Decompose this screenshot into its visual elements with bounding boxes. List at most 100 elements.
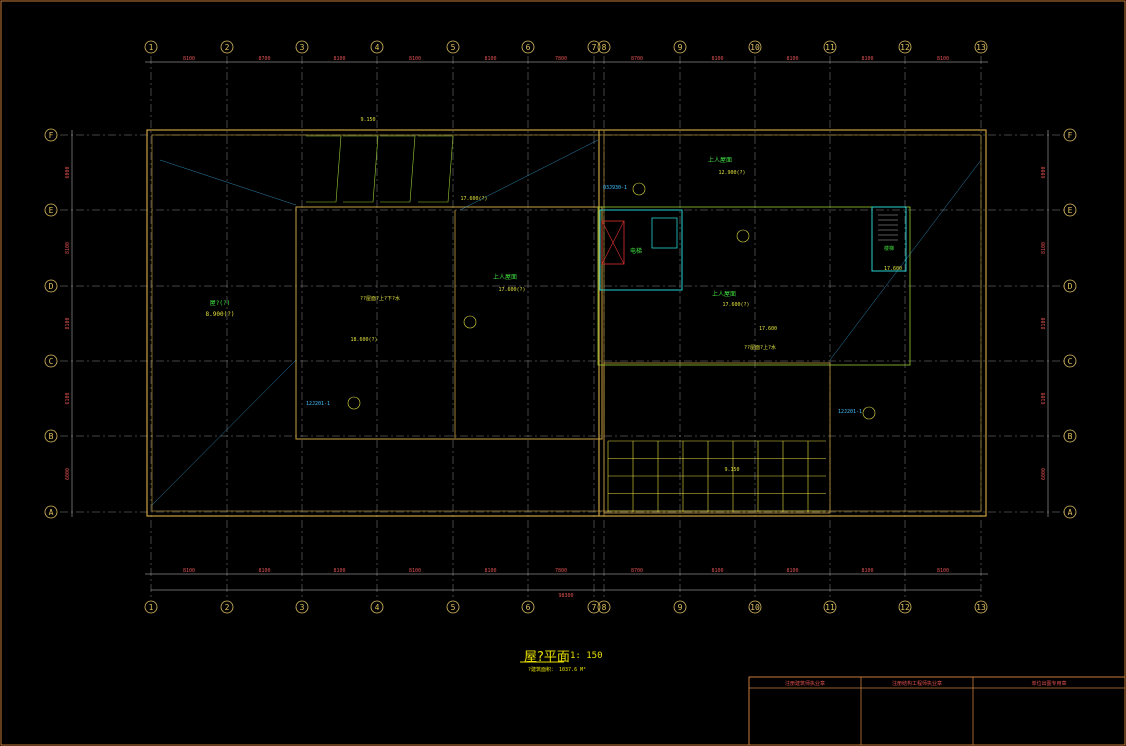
- dimension-text: 7800: [555, 568, 567, 574]
- grid-column-label-bottom: 4: [375, 603, 380, 612]
- detail-callout: [862, 406, 876, 420]
- dimension-text: 8100: [937, 56, 949, 62]
- grid-column-label-top: 10: [750, 43, 760, 52]
- grid-bubble-right: [1063, 354, 1077, 368]
- grid-row-label-left: B: [49, 432, 54, 441]
- grid-bubble-bottom: [673, 600, 687, 614]
- grid-row-label-left: D: [49, 282, 54, 291]
- grid-bubble-top: [898, 40, 912, 54]
- title-block-cell-1: 注册建筑师执业章: [785, 680, 825, 687]
- detail-callout: [463, 315, 477, 329]
- grid-row-label-left: F: [49, 131, 54, 140]
- dimension-text: 8100: [333, 56, 345, 62]
- grid-bubble-bottom: [587, 600, 601, 614]
- grid-column-label-top: 12: [900, 43, 910, 52]
- label-drain-1: ??屋面?上?下?水: [360, 295, 400, 302]
- title-block-frame: [748, 676, 1126, 746]
- drainage-slope-line: [159, 159, 297, 206]
- dimension-text-vertical: 6100: [1041, 392, 1047, 404]
- grid-bubble-top: [673, 40, 687, 54]
- dimension-text-vertical: 8100: [65, 317, 71, 329]
- grid-bubble-top: [974, 40, 988, 54]
- grid-column-label-top: 2: [225, 43, 230, 52]
- grid-bubble-bottom: [898, 600, 912, 614]
- label-elev-3: 17.600: [759, 326, 777, 332]
- grid-bubble-bottom: [446, 600, 460, 614]
- grid-bubble-top: [587, 40, 601, 54]
- grid-column-label-top: 4: [375, 43, 380, 52]
- dimension-text: 8100: [861, 568, 873, 574]
- upper-roof-block-right: [597, 206, 911, 366]
- dimension-text-vertical: 6000: [65, 166, 71, 178]
- grid-bubble-top: [748, 40, 762, 54]
- grid-bubble-bottom: [823, 600, 837, 614]
- grid-column-label-bottom: 5: [451, 603, 456, 612]
- grid-bubble-bottom: [974, 600, 988, 614]
- dimension-text: 8100: [786, 56, 798, 62]
- roof-outer-wall: [146, 129, 987, 517]
- dimension-text: 8700: [631, 56, 643, 62]
- overall-dimension-text: 98300: [558, 593, 573, 599]
- grid-bubble-right: [1063, 505, 1077, 519]
- grid-column-label-bottom: 1: [149, 603, 154, 612]
- dimension-text-vertical: 6100: [65, 392, 71, 404]
- label-machine-room: 电梯: [630, 247, 642, 255]
- label-upper-roof-3: 上人屋面: [712, 290, 736, 298]
- grid-bubble-bottom: [748, 600, 762, 614]
- label-drain-2: ??屋面?上?水: [744, 344, 776, 351]
- grid-bubble-top: [597, 40, 611, 54]
- grid-bubble-top: [521, 40, 535, 54]
- dimension-text: 8100: [711, 56, 723, 62]
- label-elev-4: 18.600(?): [350, 337, 377, 343]
- dimension-text: 8100: [711, 568, 723, 574]
- grid-row-label-right: D: [1068, 282, 1073, 291]
- dimension-text-vertical: 6000: [65, 468, 71, 480]
- label-elev-2: 17.600(?): [460, 196, 487, 202]
- grid-column-label-top: 9: [678, 43, 683, 52]
- dimension-text-vertical: 6000: [1041, 166, 1047, 178]
- grid-column-label-bottom: 9: [678, 603, 683, 612]
- dimension-text: 8100: [183, 56, 195, 62]
- dimension-text-vertical: 8100: [1041, 317, 1047, 329]
- grid-bubble-top: [823, 40, 837, 54]
- grid-bubble-left: [44, 429, 58, 443]
- grid-bubble-bottom: [295, 600, 309, 614]
- grid-column-label-top: 8: [602, 43, 607, 52]
- elevator-cross: [601, 220, 625, 265]
- grid-bubble-top: [370, 40, 384, 54]
- upper-roof-block: [295, 206, 603, 440]
- drawing-scale: 1: 150: [570, 651, 603, 661]
- grid-column-label-top: 5: [451, 43, 456, 52]
- label-detail-2: 03J930-1: [603, 185, 627, 191]
- grid-row-label-right: F: [1068, 131, 1073, 140]
- grid-column-label-bottom: 2: [225, 603, 230, 612]
- dimension-text: 8700: [631, 568, 643, 574]
- skylight-zone: [603, 362, 831, 514]
- roof-light-well: [380, 135, 416, 203]
- grid-bubble-right: [1063, 128, 1077, 142]
- label-elev-1: 9.150: [360, 117, 375, 123]
- grid-row-label-left: C: [49, 357, 54, 366]
- grid-bubble-right: [1063, 203, 1077, 217]
- grid-column-label-top: 1: [149, 43, 154, 52]
- title-block-cell-2: 注册结构工程师执业章: [892, 680, 942, 687]
- grid-bubble-left: [44, 279, 58, 293]
- label-upper-roof-2: 上人屋面: [708, 156, 732, 164]
- dimension-text: 7800: [555, 56, 567, 62]
- elevator-shaft-2: [651, 217, 678, 249]
- grid-bubble-bottom: [521, 600, 535, 614]
- grid-bubble-top: [295, 40, 309, 54]
- elevator-shaft-1: [601, 220, 625, 265]
- grid-bubble-top: [220, 40, 234, 54]
- elevator-machine-room: [599, 209, 683, 291]
- grid-bubble-left: [44, 354, 58, 368]
- grid-column-label-bottom: 6: [526, 603, 531, 612]
- grid-row-label-right: B: [1068, 432, 1073, 441]
- dimension-text-vertical: 8100: [65, 242, 71, 254]
- grid-column-label-top: 6: [526, 43, 531, 52]
- label-layer: 屋?(?)8.900(?)上人屋面17.600(?)上人屋面12.900(?)上…: [206, 117, 902, 663]
- grid-bubble-top: [446, 40, 460, 54]
- detail-callout: [632, 182, 646, 196]
- dimension-text: 8100: [937, 568, 949, 574]
